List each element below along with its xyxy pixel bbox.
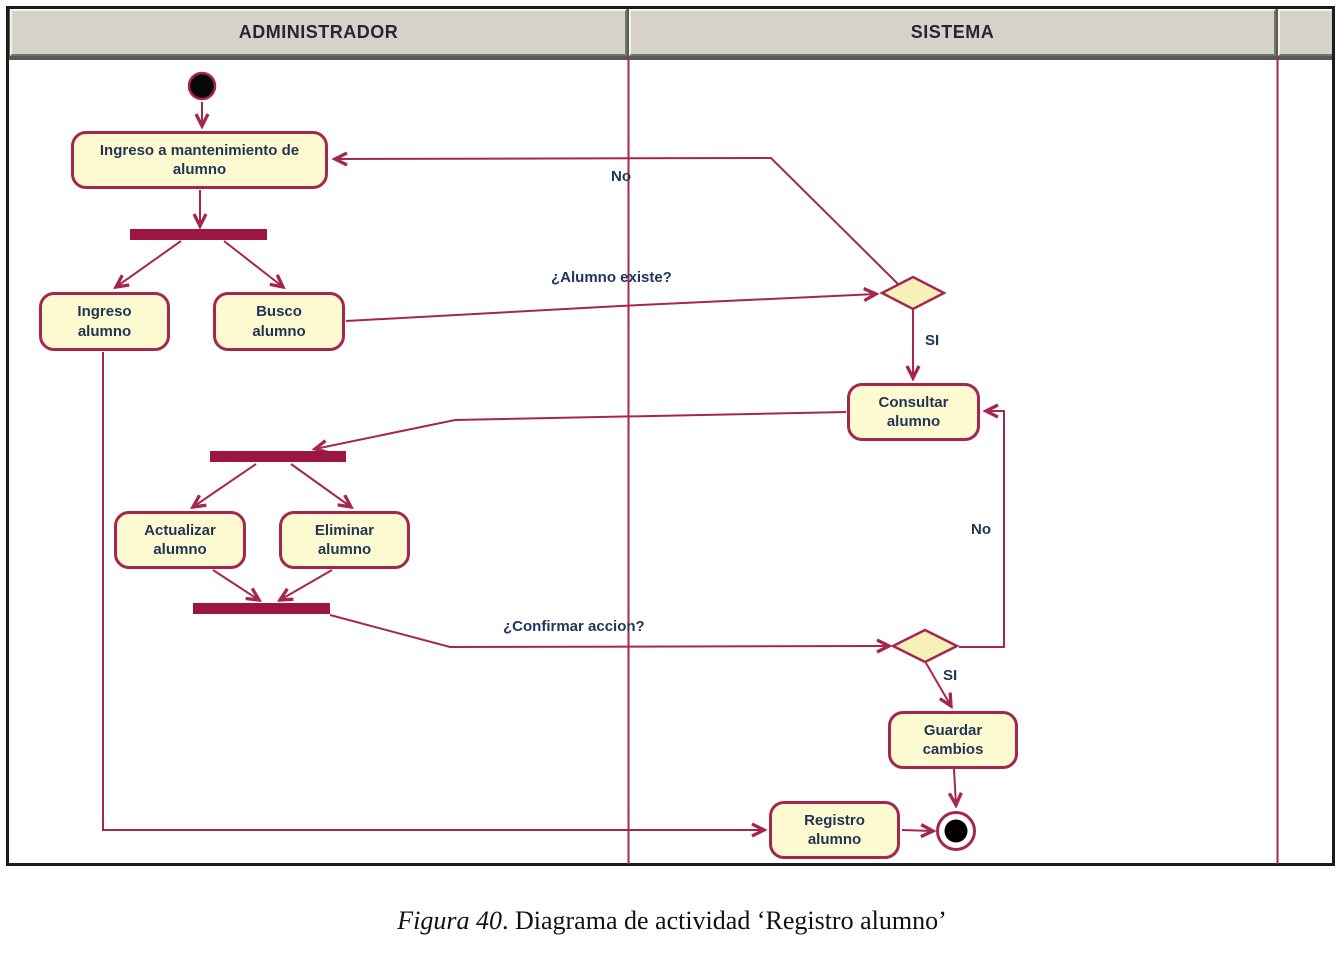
activity-label: Ingreso alumno [77,303,132,340]
activity-label: Actualizar alumno [144,521,216,559]
edge-fork2-to-eliminar [290,463,351,507]
figure-number: Figura 40 [397,906,502,935]
activity-guardar-cambios: Guardar cambios [888,711,1018,769]
activity-registro-alumno: Registro alumno [769,801,900,859]
activity-label: Ingreso a mantenimiento de alumno [99,141,300,179]
edge-registro-to-final [901,830,933,831]
edge-guardar-to-final [954,768,956,805]
final-node-core [944,819,968,843]
edge-eliminar-to-join [280,569,333,600]
diagram-frame [6,6,1335,866]
activity-busco-alumno: Busco alumno [213,292,345,351]
activity-ingreso-alumno: Ingreso alumno [39,292,170,351]
edge-actualizar-to-join [212,569,259,600]
edges [102,102,1005,831]
lane-header-administrador: ADMINISTRADOR [10,9,627,56]
lane-title: ADMINISTRADOR [238,22,399,42]
figure-caption: Figura 40. Diagrama de actividad ‘Regist… [0,906,1344,936]
edge-consultar-to-fork2 [315,411,847,449]
edge-label-no-right: No [971,521,991,538]
edge-decision1-no [335,158,899,285]
activity-label: Consultar alumno [878,393,949,431]
edge-ingreso-to-registro [102,352,764,830]
decision-confirmar-accion [890,628,960,664]
initial-node [187,71,217,101]
activity-label: Eliminar alumno [314,521,375,559]
decision-alumno-existe [879,275,947,311]
edge-fork2-to-actualizar [193,463,257,507]
lane-header-sistema: SISTEMA [629,9,1276,56]
activity-label: Guardar cambios [922,721,984,759]
figure-caption-text: . Diagrama de actividad ‘Registro alumno… [501,906,947,935]
fork-bar-2 [210,451,346,462]
lane-header-empty [1278,9,1334,56]
edge-decision2-si [925,662,951,706]
edge-busco-to-decision1 [345,294,876,322]
fork-bar-1 [130,229,267,240]
activity-consultar-alumno: Consultar alumno [847,383,980,441]
lane-title: SISTEMA [910,22,995,42]
activity-label: Busco alumno [252,303,306,340]
edge-label-confirmar-accion: ¿Confirmar accion? [503,618,645,635]
join-bar [193,603,330,614]
edge-join-to-decision2 [329,614,889,647]
activity-label: Registro alumno [804,811,865,849]
edge-fork-to-busco [223,240,283,287]
edge-label-alumno-existe: ¿Alumno existe? [551,269,672,286]
edge-label-si-1: SI [925,332,940,349]
edge-label-no-top: No [611,168,631,185]
activity-ingreso-mantenimiento: Ingreso a mantenimiento de alumno [71,131,328,189]
edge-fork-to-ingreso [116,240,182,287]
activity-actualizar-alumno: Actualizar alumno [114,511,246,569]
edge-decision2-no [959,411,1005,648]
edge-label-si-2: SI [943,667,958,684]
activity-eliminar-alumno: Eliminar alumno [279,511,410,569]
